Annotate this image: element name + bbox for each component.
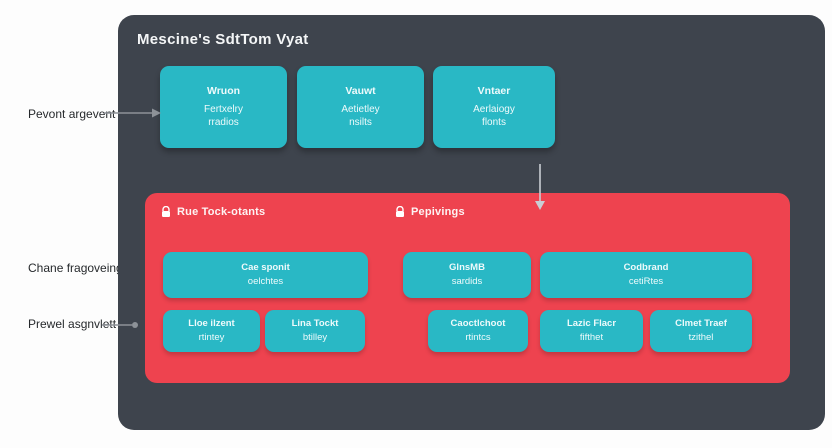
red-panel-right-header: Pepivings: [395, 206, 465, 218]
top-node-2-line1: Aetietley: [341, 104, 380, 115]
label-parent-argument: Pevont argevent: [28, 107, 116, 121]
red-panel-right-header-label: Pepivings: [411, 206, 465, 218]
diagram-dark-panel: Mescine's SdtTom Vyat Wruon Fertxelry rr…: [118, 15, 825, 430]
inner-node-row2-3-line2: rtintcs: [465, 332, 491, 343]
inner-node-row2-4-line2: fifthet: [579, 332, 604, 343]
red-panel-left-header: Rue Tock-otants: [161, 206, 265, 218]
lock-icon: [162, 206, 170, 217]
inner-node-row2-1: Lloe ilzent rtintey: [163, 310, 260, 352]
arrow-right-icon: [104, 108, 161, 118]
lock-icon: [396, 206, 404, 217]
top-node-3-line1: Aerlaiogy: [473, 104, 515, 115]
top-node-3: Vntaer Aerlaiogy flonts: [433, 66, 555, 148]
inner-node-row2-3-line1: Caoctlchoot: [450, 318, 506, 329]
inner-node-row2-1-line2: rtintey: [198, 332, 225, 343]
inner-node-row1-3-line2: cetiRtes: [628, 276, 664, 287]
top-node-1-title: Wruon: [206, 85, 241, 97]
arrow-down-icon: [535, 164, 545, 210]
red-panel-left-header-label: Rue Tock-otants: [177, 206, 266, 218]
diagram-title: Mescine's SdtTom Vyat: [137, 31, 309, 48]
diagram-red-panel: Rue Tock-otants Pepivings Cae sponit oel…: [145, 193, 790, 383]
inner-node-row1-2: GlnsMB sardids: [403, 252, 531, 298]
inner-node-row2-2: Lina Tockt btilley: [265, 310, 365, 352]
inner-node-row2-4: Lazic Flacr fifthet: [540, 310, 643, 352]
inner-node-row1-2-line1: GlnsMB: [449, 262, 485, 273]
top-node-1: Wruon Fertxelry rradios: [160, 66, 287, 148]
inner-node-row2-1-line1: Lloe ilzent: [188, 318, 235, 329]
label-change-processing: Chane fragoveing: [28, 261, 123, 275]
top-node-2-line2: nsilts: [349, 117, 372, 128]
inner-node-row1-2-line2: sardids: [451, 276, 483, 287]
inner-node-row2-2-line2: btilley: [302, 332, 328, 343]
inner-node-row2-3: Caoctlchoot rtintcs: [428, 310, 528, 352]
top-node-2: Vauwt Aetietley nsilts: [297, 66, 424, 148]
inner-node-row1-3: Codbrand cetiRtes: [540, 252, 752, 298]
dot-connector-icon: [102, 322, 138, 328]
top-node-3-title: Vntaer: [477, 85, 511, 97]
inner-node-row2-5-line1: Clmet Traef: [675, 318, 727, 329]
inner-node-row2-5-line2: tzithel: [688, 332, 714, 343]
top-node-1-line1: Fertxelry: [204, 104, 243, 115]
inner-node-row1-3-line1: Codbrand: [623, 262, 669, 273]
inner-node-row1-1-line2: oelchtes: [247, 276, 284, 287]
inner-node-row2-5: Clmet Traef tzithel: [650, 310, 752, 352]
inner-node-row2-4-line1: Lazic Flacr: [566, 318, 617, 329]
label-prewel-argument: Prewel asgnvlett: [28, 317, 117, 331]
top-node-1-line2: rradios: [208, 117, 239, 128]
top-node-3-line2: flonts: [482, 117, 506, 128]
inner-node-row1-1-line1: Cae sponit: [241, 262, 290, 273]
inner-node-row1-1: Cae sponit oelchtes: [163, 252, 368, 298]
inner-node-row2-2-line1: Lina Tockt: [291, 318, 339, 329]
top-node-2-title: Vauwt: [345, 85, 376, 97]
